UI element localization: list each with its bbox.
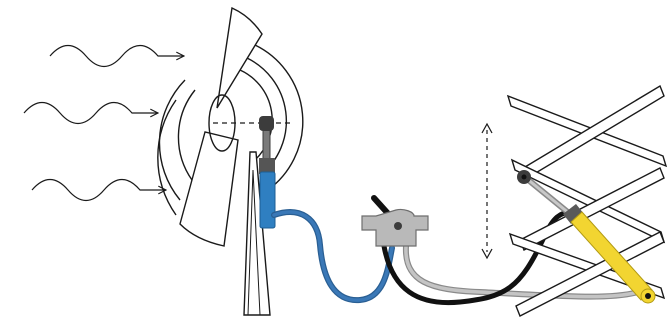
valve-center-dot xyxy=(394,222,402,230)
wind-arrow-middle-icon xyxy=(23,101,158,125)
motion-arrow-top xyxy=(481,122,493,134)
gray-hose-highlight xyxy=(404,244,640,299)
lift-cylinder-collar xyxy=(563,204,584,224)
lift-top-pivot-pin xyxy=(521,174,527,180)
tower-inner xyxy=(247,169,261,316)
upper-blade xyxy=(216,6,263,109)
blue-hose-highlight xyxy=(272,210,394,302)
tower-outer xyxy=(243,151,271,316)
tower xyxy=(243,151,271,316)
lift-cylinder xyxy=(517,170,656,304)
pivot-joint xyxy=(259,116,274,131)
cylinder-cap xyxy=(259,158,275,174)
rotation-arc-left-1 xyxy=(177,89,196,181)
black-hose xyxy=(381,209,575,306)
lower-blade xyxy=(179,131,239,247)
valve-icon xyxy=(361,195,429,247)
wind-arrow-top-icon xyxy=(49,44,184,68)
turbine-cylinder xyxy=(259,116,276,229)
wind-arrow-bottom-icon xyxy=(31,178,166,202)
lift-bottom-pivot-pin xyxy=(645,293,651,299)
lift-piston-rod-highlight xyxy=(524,176,572,216)
wind-turbine-blade-icon xyxy=(157,6,304,247)
lift-cross-1 xyxy=(519,84,665,182)
rotation-arc-left-2 xyxy=(158,79,186,201)
rotation-arc-3 xyxy=(254,44,304,191)
blue-cylinder-body xyxy=(259,171,276,229)
wind-arrows xyxy=(23,44,184,202)
motion-arrow-bottom xyxy=(481,248,493,260)
rotation-arc-left-3 xyxy=(157,99,177,216)
double-headed-arrow-icon xyxy=(481,122,493,260)
hoses xyxy=(271,209,641,306)
